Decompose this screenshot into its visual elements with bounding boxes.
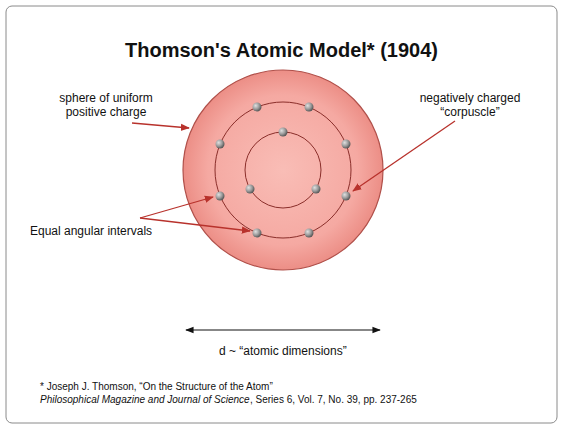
dimension-label: d ~ “atomic dimensions” xyxy=(219,344,347,358)
leader-arrow xyxy=(140,197,213,218)
footnote: * Joseph J. Thomson, “On the Structure o… xyxy=(40,381,273,393)
callout-label: negatively charged “corpuscle” xyxy=(410,91,530,120)
callout-label: Equal angular intervals xyxy=(30,224,152,238)
leader-arrow xyxy=(353,121,455,191)
positive-sphere xyxy=(183,70,383,270)
slide-frame xyxy=(6,6,557,423)
leader-arrow xyxy=(132,123,189,128)
inner-ring xyxy=(245,132,321,208)
outer-ring xyxy=(215,102,351,238)
footnote: , Series 6, Vol. 7, No. 39, pp. 237-265 xyxy=(250,394,417,406)
dimension-arrow xyxy=(186,329,380,330)
footnote-journal: Philosophical Magazine and Journal of Sc… xyxy=(40,394,250,406)
callout-label: sphere of uniform positive charge xyxy=(50,91,162,120)
corpuscles xyxy=(216,103,351,238)
leader-arrow xyxy=(140,218,250,231)
slide-title: Thomson's Atomic Model* (1904) xyxy=(0,38,563,62)
